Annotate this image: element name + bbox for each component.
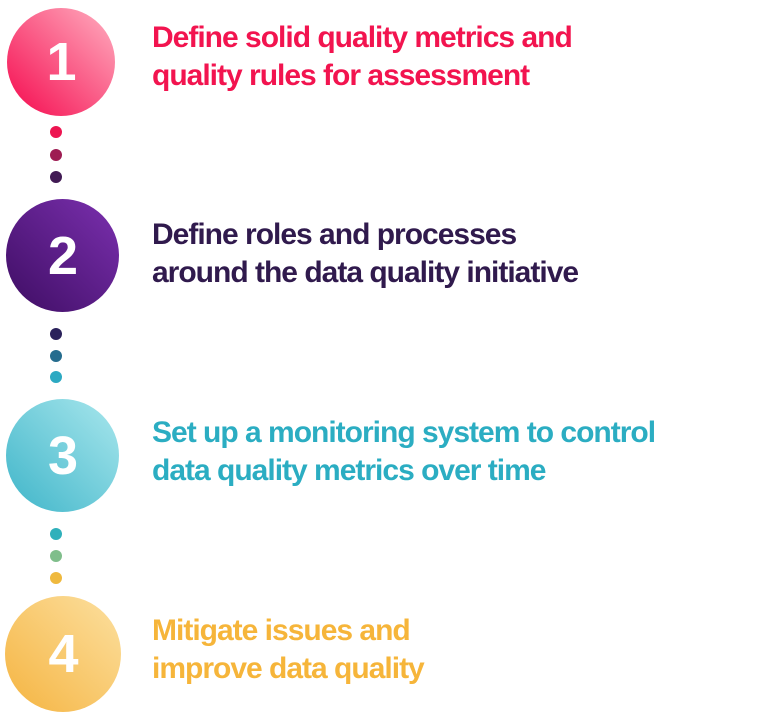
step-3-number-badge: 3 — [6, 399, 119, 512]
step-3-label-line-2: data quality metrics over time — [152, 454, 547, 487]
step-3-label: Set up a monitoring system to control da… — [152, 414, 656, 490]
step-1-label-line-1: Define solid quality metrics and — [152, 21, 573, 54]
connector-2-dot-3 — [50, 371, 62, 383]
connector-1-dot-1 — [50, 126, 62, 138]
step-4-label: Mitigate issues and improve data quality — [152, 612, 425, 688]
step-2-label-line-1: Define roles and processes — [152, 218, 517, 251]
step-2-label: Define roles and processes around the da… — [152, 216, 579, 292]
connector-2-dot-2 — [50, 350, 62, 362]
step-4-number: 4 — [48, 624, 78, 684]
step-4-label-line-1: Mitigate issues and — [152, 614, 411, 647]
step-1-number: 1 — [46, 32, 76, 92]
step-3-label-line-1: Set up a monitoring system to control — [152, 416, 656, 449]
connector-3-dot-3 — [50, 572, 62, 584]
connector-3-dot-1 — [50, 528, 62, 540]
connector-2-dot-1 — [50, 328, 62, 340]
step-1-label-line-2: quality rules for assessment — [152, 59, 530, 92]
step-1-label: Define solid quality metrics and quality… — [152, 19, 573, 95]
step-4-number-badge: 4 — [5, 596, 121, 712]
step-3-number: 3 — [47, 425, 78, 486]
step-4-label-line-2: improve data quality — [152, 652, 425, 685]
step-1-number-badge: 1 — [7, 8, 115, 116]
step-2-label-line-2: around the data quality initiative — [152, 256, 579, 289]
step-2-number-badge: 2 — [6, 199, 119, 312]
connector-1-dot-3 — [50, 171, 62, 183]
step-2-number: 2 — [47, 225, 78, 286]
connector-1-dot-2 — [50, 149, 62, 161]
connector-3-dot-2 — [50, 550, 62, 562]
